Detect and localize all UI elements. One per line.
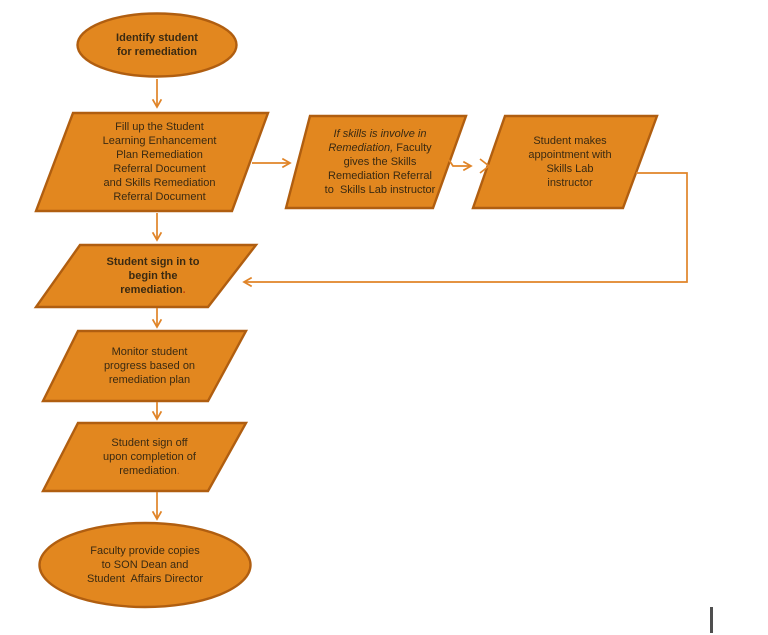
ellipse-shape [76,12,238,78]
parallelogram-shape [33,243,259,309]
ellipse-shape [38,521,252,609]
parallelogram-shape [41,329,249,403]
text-cursor-artifact [710,607,713,633]
parallelogram-shape [41,421,249,493]
parallelogram-shape [34,111,270,213]
